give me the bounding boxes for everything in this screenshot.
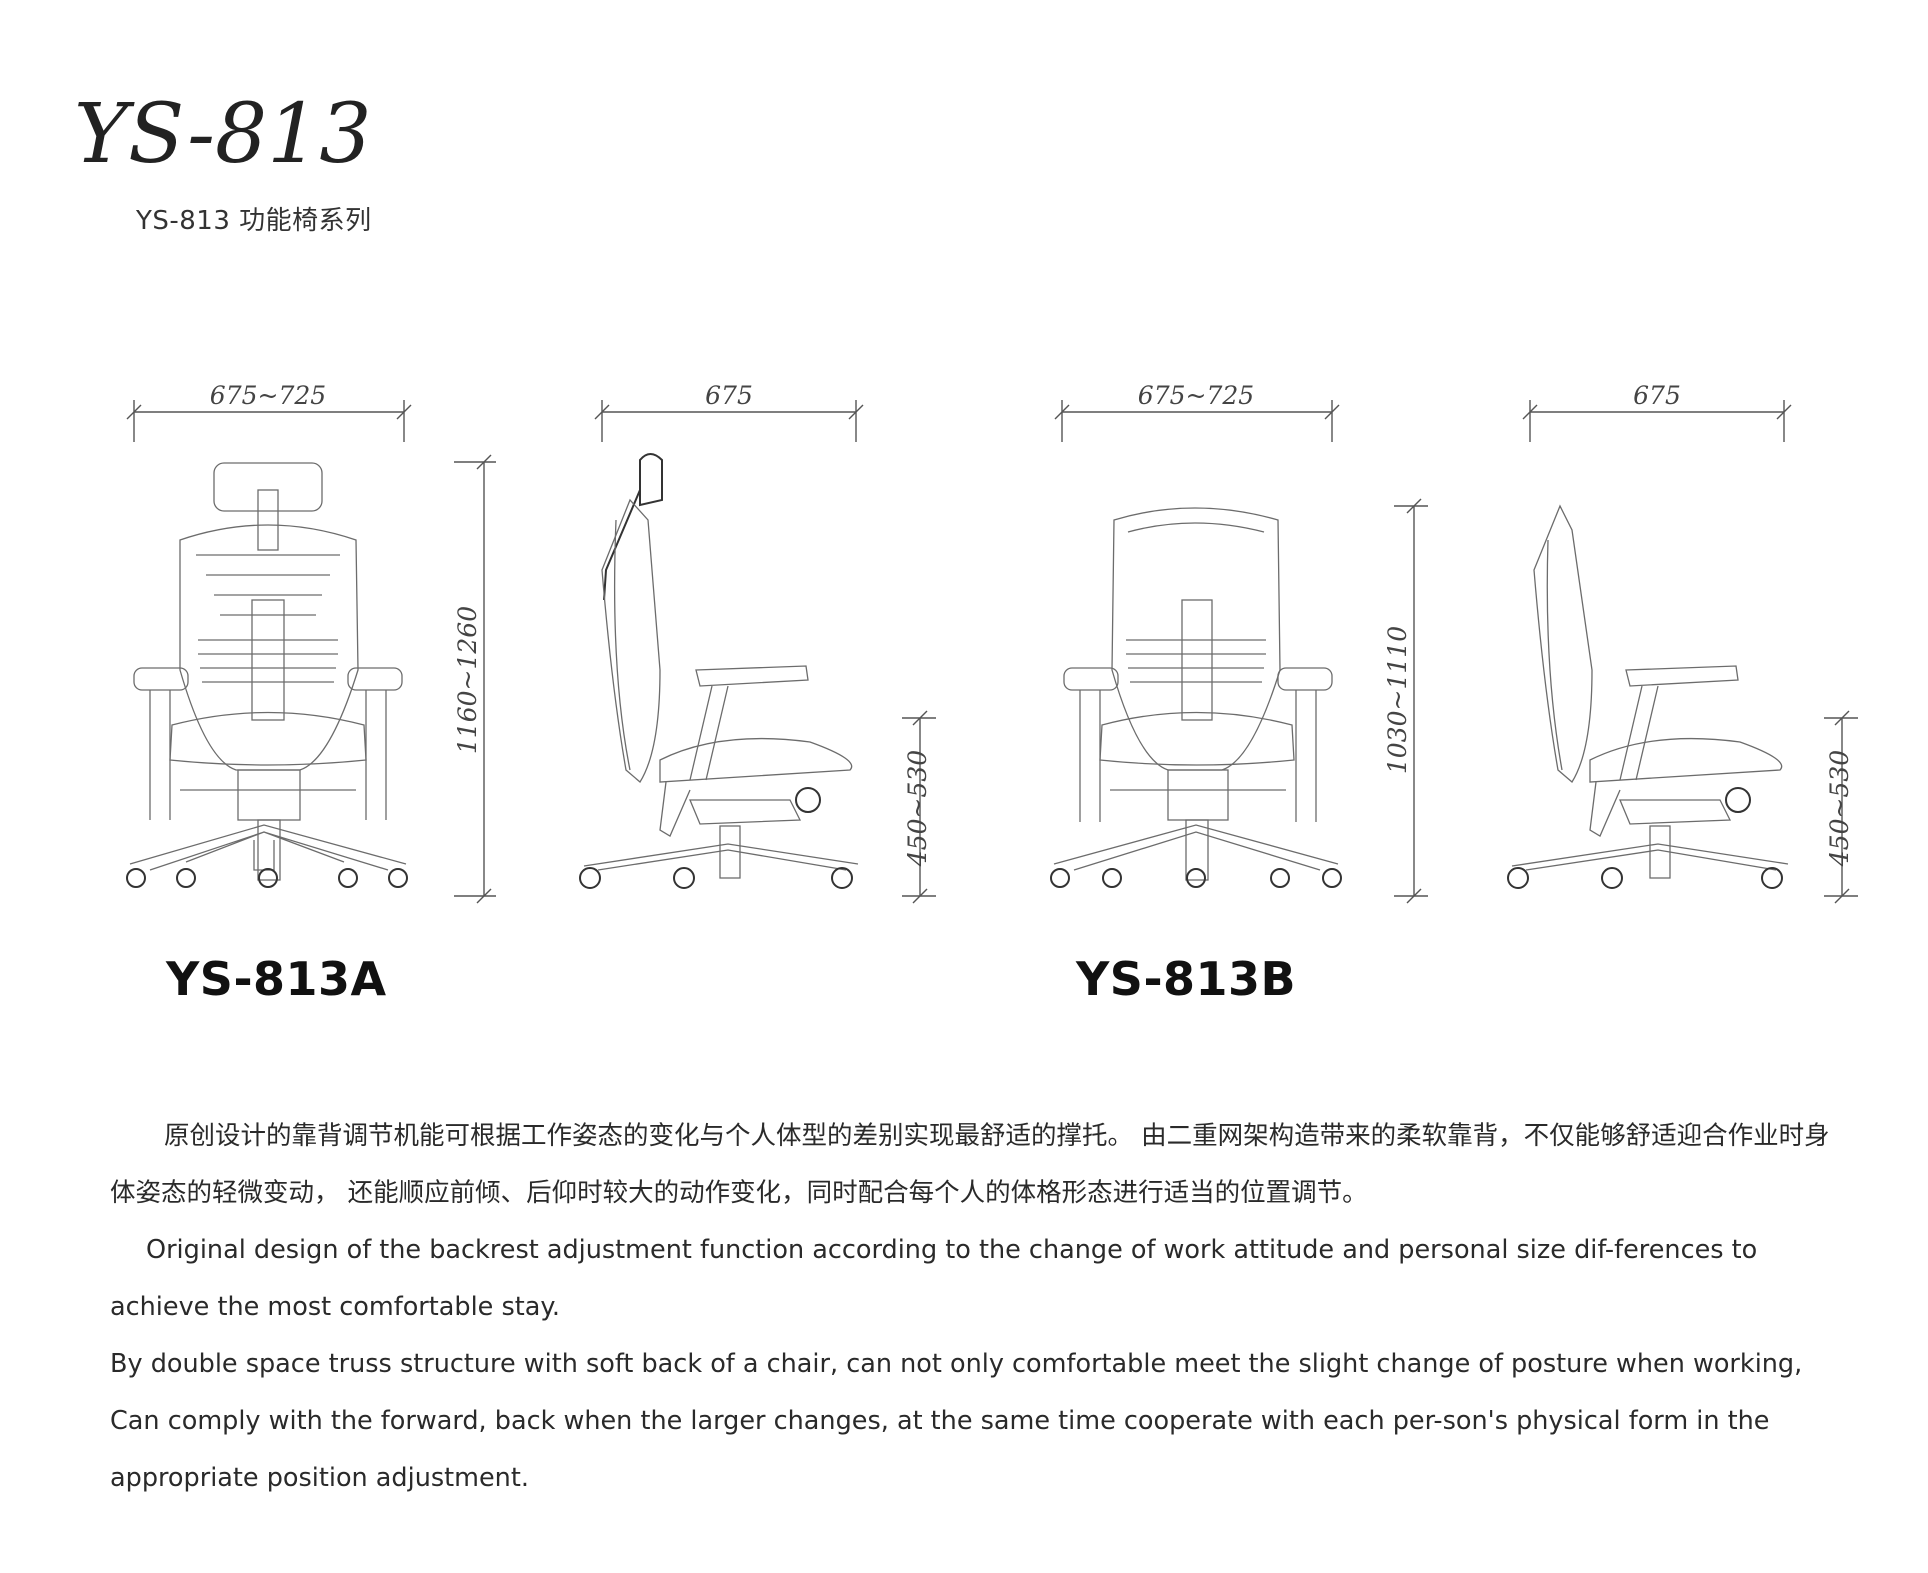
chair-dimension-drawings: 675~725 1160~1260 bbox=[126, 381, 1858, 904]
chair-a-side-view: 675 450~530 bbox=[579, 381, 936, 904]
model-name-a: YS-813A bbox=[166, 952, 387, 1006]
chair-b-front-width-label: 675~725 bbox=[1138, 381, 1254, 410]
chair-a-front-width-label: 675~725 bbox=[210, 381, 326, 410]
model-name-b: YS-813B bbox=[1076, 952, 1297, 1006]
series-subtitle: YS-813 功能椅系列 bbox=[136, 206, 372, 236]
chair-b-seat-height-label: 450~530 bbox=[1825, 750, 1854, 867]
description-chinese: 原创设计的靠背调节机能可根据工作姿态的变化与个人体型的差别实现最舒适的撑托。 由… bbox=[110, 1121, 1830, 1208]
chair-a-side-width-label: 675 bbox=[705, 381, 753, 410]
chair-a-front-view: 675~725 1160~1260 bbox=[126, 381, 496, 904]
description-english-1: Original design of the backrest adjustme… bbox=[110, 1235, 1758, 1322]
chair-b-total-height-label: 1030~1110 bbox=[1383, 626, 1412, 774]
logo-text: YS-813 bbox=[74, 90, 372, 182]
chair-b-side-width-label: 675 bbox=[1633, 381, 1681, 410]
description-english-2: By double space truss structure with sof… bbox=[110, 1349, 1803, 1493]
chair-b-side-view: 675 450~530 bbox=[1507, 381, 1858, 904]
chair-a-seat-height-label: 450~530 bbox=[903, 750, 932, 867]
chair-a-total-height-label: 1160~1260 bbox=[453, 606, 482, 754]
product-description: 原创设计的靠背调节机能可根据工作姿态的变化与个人体型的差别实现最舒适的撑托。 由… bbox=[110, 1108, 1850, 1507]
chair-b-front-view: 675~725 1030~1110 bbox=[1050, 381, 1428, 904]
brand-logo: YS-813 bbox=[74, 90, 372, 182]
